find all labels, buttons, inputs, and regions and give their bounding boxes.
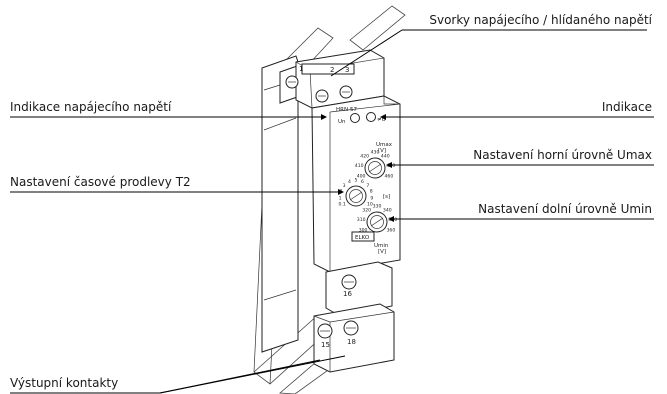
callout-indication: Indikace [602,100,652,114]
callout-output-contacts: Výstupní kontakty [10,376,118,390]
umin-tick-6: 360 [387,228,396,234]
callout-upper-setting: Nastavení horní úrovně Umax [473,148,652,162]
t2-tick-10: 10 [367,202,373,208]
terminal-label-3: 3 [345,66,349,74]
top-terminals: 1 2 3 [285,63,355,103]
leader-lines [10,29,654,394]
umin-tick-0: 300 [359,228,368,234]
umax-tick-2: 420 [360,153,369,159]
umax-tick-4: 440 [381,153,390,159]
umin-title: Umin [374,243,389,249]
model-label: HRN-57 [336,107,358,113]
t2-tick-5: 5 [355,178,358,184]
terminal-screw-3[interactable] [339,85,353,99]
t2-tick-1: 1 [339,195,342,201]
terminal-15[interactable] [317,323,333,339]
relay-housing [261,49,401,373]
callout-time-delay: Nastavení časové prodlevy T2 [10,175,191,189]
led-indication-label: ≠U [377,117,386,123]
t2-tick-0: 0.1 [338,202,345,208]
umin-tick-1: 310 [357,217,366,223]
t2-tick-7: 7 [366,183,369,189]
callout-terminals-supply: Svorky napájecího / hlídaného napětí [429,13,652,27]
terminal-screw-2[interactable] [315,89,329,103]
t2-tick-4: 4 [348,179,351,185]
terminal-18[interactable] [343,320,359,336]
umin-tick-2: 320 [362,207,371,213]
t2-unit: [s] [383,194,390,200]
umax-title: Umax [376,142,393,148]
t2-tick-9: 9 [370,195,373,201]
terminal-label-1: 1 [299,65,303,73]
t2-tick-3: 3 [343,183,346,189]
umax-tick-0: 400 [357,174,366,180]
terminal-screw-1[interactable] [285,75,299,89]
callout-supply-indication: Indikace napájecího napětí [10,100,172,114]
umax-unit: [V] [378,148,386,154]
terminal-label-2: 2 [330,66,334,74]
umin-tick-3: 330 [373,204,382,210]
led-indication [366,112,376,122]
umax-tick-6: 460 [385,174,394,180]
umax-tick-1: 410 [355,163,364,169]
callout-lower-setting: Nastavení dolní úrovně Umin [478,202,652,216]
t2-tick-8: 8 [370,189,373,195]
umin-knob[interactable] [366,211,388,233]
terminal-18-label: 18 [347,338,356,346]
brand-logo: ELKO [355,235,370,241]
led-un-label: Un [338,119,346,125]
terminal-16-label: 16 [343,290,352,298]
terminal-15-label: 15 [321,341,330,349]
t2-knob[interactable] [345,185,367,207]
umax-knob[interactable] [364,157,386,179]
umin-tick-4: 340 [383,207,392,213]
umax-tick-3: 430 [371,150,380,156]
terminal-16[interactable] [341,274,357,290]
umin-unit: [V] [378,249,386,255]
led-un [350,113,360,123]
t2-tick-6: 6 [361,179,364,185]
